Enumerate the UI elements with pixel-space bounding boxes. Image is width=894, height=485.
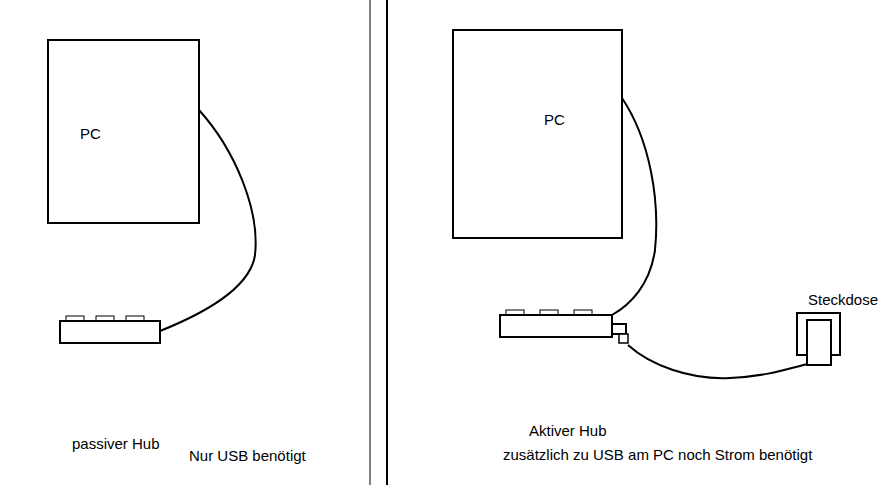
socket: Steckdose <box>790 288 870 368</box>
divider-line <box>370 0 371 485</box>
usb-hub <box>60 316 160 343</box>
caption-note: passiver Hub <box>72 435 160 453</box>
pc-box: PC <box>452 29 623 239</box>
pc-box: PC <box>47 39 200 224</box>
usb-cable <box>612 98 656 315</box>
usb-hub <box>500 310 628 343</box>
caption-note: zusätzlich zu USB am PC noch Strom benöt… <box>503 446 812 464</box>
divider-line <box>386 0 388 485</box>
caption-note: Aktiver Hub <box>529 422 607 440</box>
box-label: PC <box>544 111 565 129</box>
caption-note: Nur USB benötigt <box>189 447 306 465</box>
power-cable <box>628 345 808 378</box>
usb-cable <box>160 110 256 331</box>
box-label: PC <box>80 125 101 143</box>
socket-label: Steckdose <box>808 291 878 309</box>
